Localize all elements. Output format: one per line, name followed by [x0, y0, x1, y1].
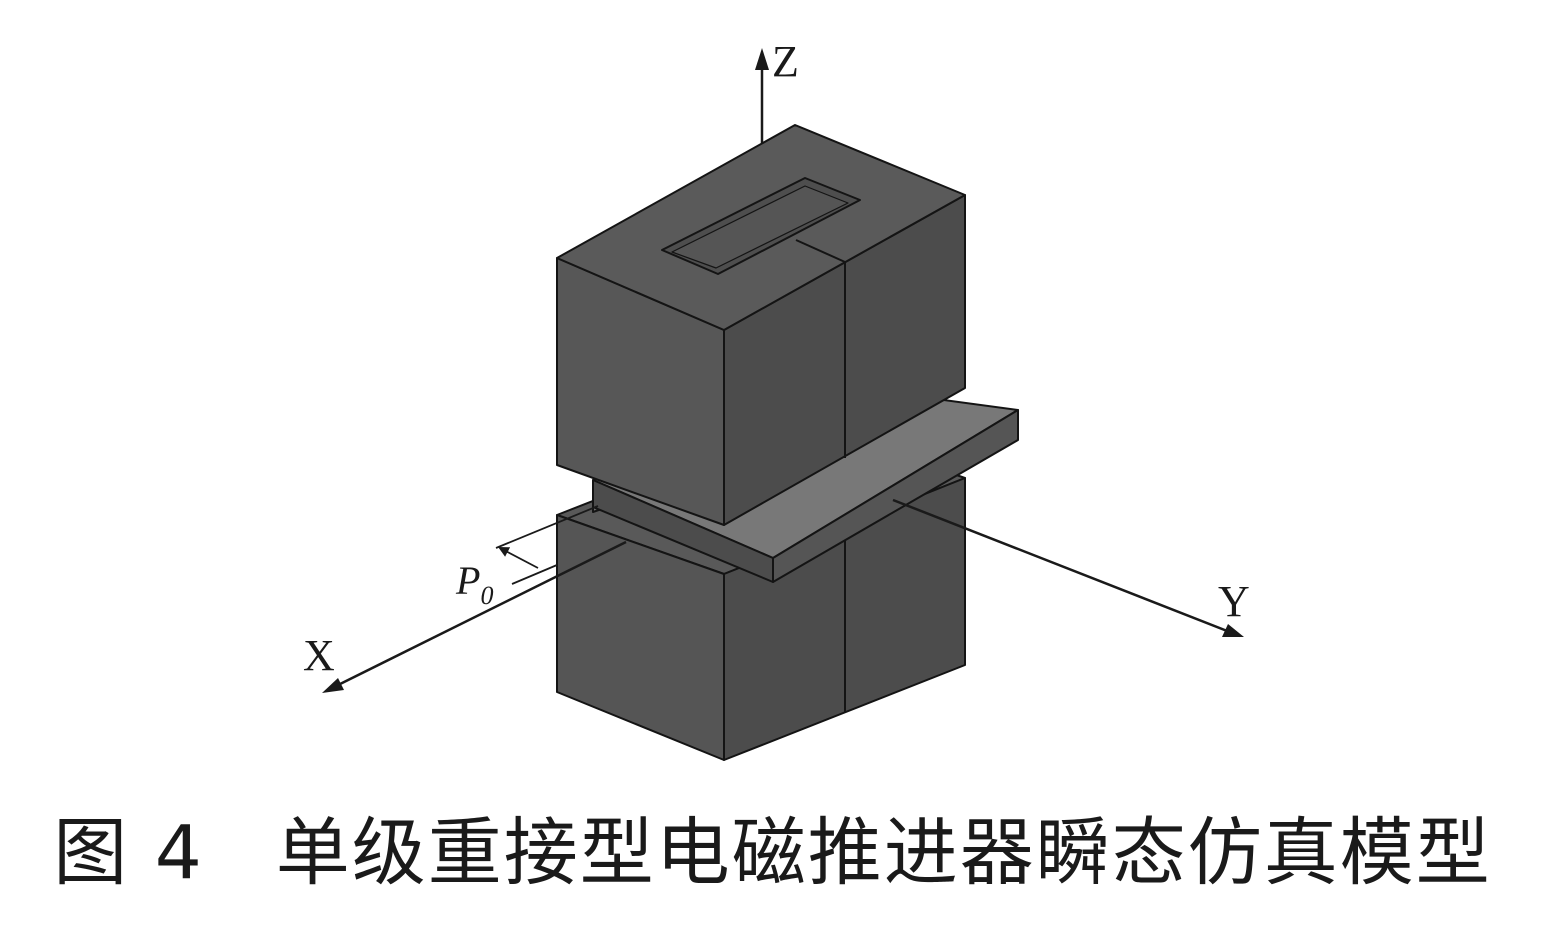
figure-caption: 图 4 单级重接型电磁推进器瞬态仿真模型 [0, 796, 1545, 896]
upper-block-seam-top [795, 239, 846, 263]
thruster-model-diagram: Z X Y P0 [303, 37, 1250, 761]
p0-dimension: P0 [455, 505, 599, 610]
figure-number: 图 4 [53, 809, 204, 896]
upper-block-window-inner [671, 185, 849, 269]
z-axis: Z [755, 37, 799, 210]
y-axis-label: Y [1218, 577, 1250, 626]
x-axis: X [303, 540, 627, 693]
x-axis-label: X [303, 631, 335, 680]
plate-side-face [772, 409, 1019, 583]
upper-core-block [556, 124, 966, 526]
z-axis-label: Z [772, 37, 799, 86]
p0-label: P0 [455, 558, 493, 610]
figure-title: 单级重接型电磁推进器瞬态仿真模型 [275, 809, 1492, 896]
y-axis: Y [892, 498, 1250, 638]
